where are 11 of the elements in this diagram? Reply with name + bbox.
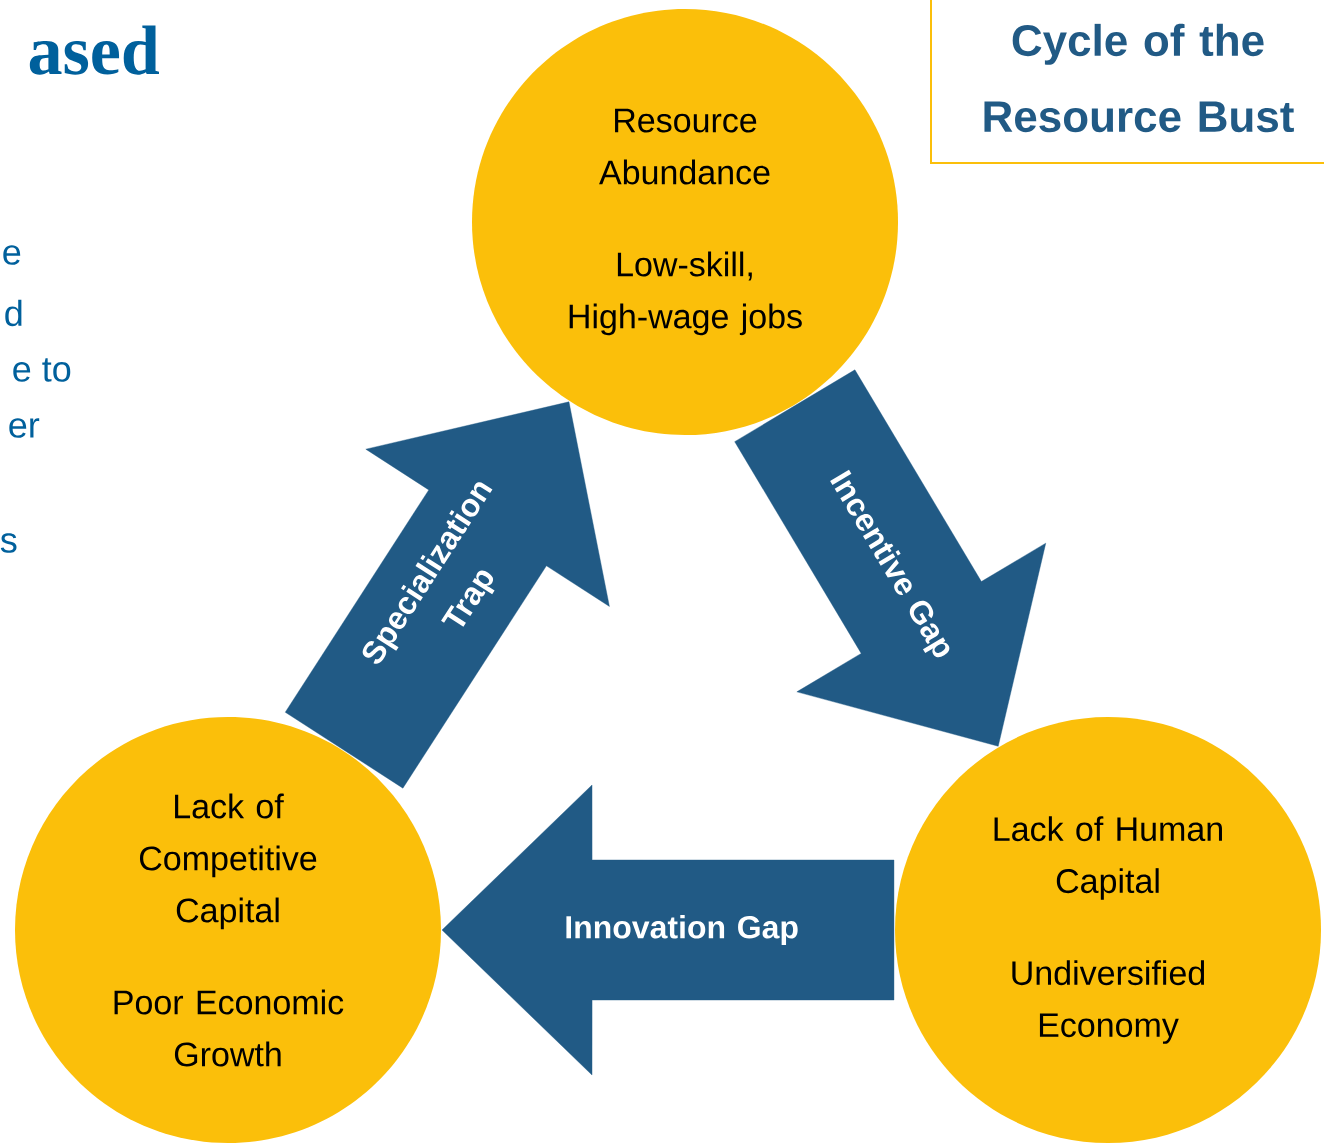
text-fragment: e bbox=[3, 245, 21, 265]
text-fragment: e to bbox=[13, 358, 71, 382]
edge-label: Innovation Gap bbox=[566, 915, 798, 945]
block-arrow bbox=[734, 369, 1046, 747]
block-arrow bbox=[441, 784, 895, 1076]
text-fragment: s bbox=[0, 533, 17, 553]
title-box: Cycle of the Resource Bust bbox=[930, 0, 1324, 164]
text-fragment: ased bbox=[29, 25, 159, 75]
text-fragment: er bbox=[9, 418, 40, 438]
block-arrow bbox=[285, 401, 610, 789]
text-fragment: d bbox=[5, 299, 22, 327]
